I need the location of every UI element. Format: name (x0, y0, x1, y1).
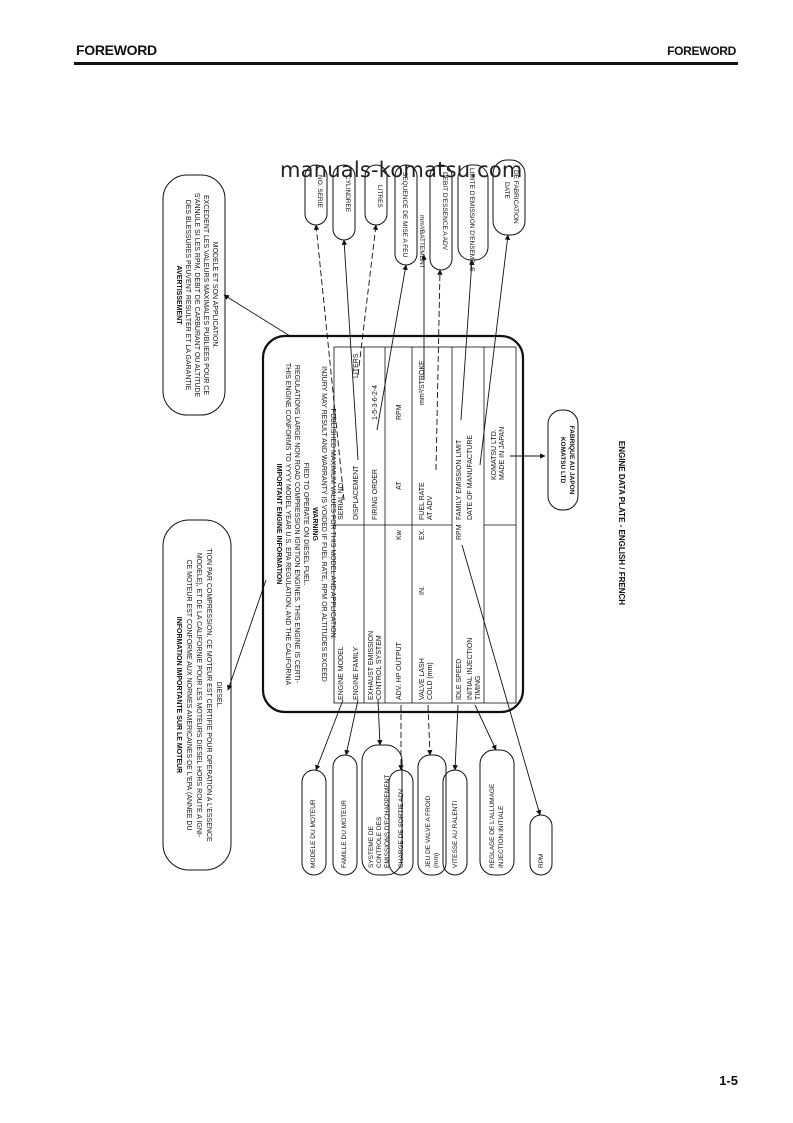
plate-maker-2: MADE IN JAPAN (499, 427, 506, 480)
plate-text-2: REGULATIONS LARGE NON ROAD COMPRESSION I… (293, 365, 300, 684)
row2-label-a: ENGINE FAMILY (353, 647, 360, 700)
figure-caption: ENGINE DATA PLATE - ENGLISH / FRENCH (617, 441, 626, 605)
row4-label-a: ADV. HP OUTPUT (396, 641, 403, 700)
plate-text-3: FIED TO OPERATE ON DIESEL FUEL. (302, 462, 309, 585)
row5-label-c: mm³/STROKE (419, 360, 426, 405)
row6-label-rpm: RPM (456, 524, 463, 540)
info-line-3: TION PAR COMPRESSION. CE MOTEUR EST CERT… (205, 548, 212, 842)
maker-tag-line-1: KOMATSU LTD (559, 437, 566, 484)
info-title: INFORMATION IMPORTANTE SUR LE MOTEUR (175, 617, 182, 773)
row3-label-c: 1-5-3-6-2-4 (372, 385, 379, 420)
row4-label-k: Kw (396, 529, 403, 540)
plate-warning-title: WARNING (311, 507, 318, 541)
label-rpm: RPM (538, 854, 545, 868)
label-jeu-2: (mm) (433, 853, 440, 868)
row4-label-b: AT (396, 481, 403, 490)
row6-label-b: FAMILY EMISSION LIMIT (456, 439, 463, 520)
label-litres: LITRES (376, 185, 383, 208)
leader-lines (223, 224, 546, 816)
row1-label-a: ENGINE MODEL (338, 646, 345, 700)
maker-tag-line-2: FABRIQUE AU JAPON (568, 426, 575, 495)
header-left-title: FOREWORD (76, 42, 157, 58)
row5-label-b: FUEL RATE (419, 482, 426, 520)
row7-label-a2: TIMING (475, 676, 482, 701)
info-line-4: DIESEL. (215, 682, 222, 709)
plate-warning-2: PUBLISHED MAXIMUM VALUES FOR THIS MODEL … (329, 408, 336, 639)
maker-tag: KOMATSU LTD FABRIQUE AU JAPON (547, 409, 579, 511)
label-vitesse: VITESSE AU RALENTI (452, 801, 459, 868)
label-jeu-1: JEU DE VALVE A FROID (425, 795, 432, 868)
header-right-title: FOREWORD (667, 44, 736, 58)
header-rule (74, 62, 738, 65)
row3-label-a: EXHAUST EMISSION (368, 631, 375, 700)
row4-label-c: RPM (396, 404, 403, 420)
callout-avertissement: AVERTISSEMENT DES BLESSURES PEUVENT RESU… (162, 174, 226, 416)
row2-label-c: LITERS (353, 353, 360, 378)
plate-maker-1: KOMATSU LTD. (491, 429, 498, 480)
label-systeme-2: CONTROLE DES (376, 816, 383, 868)
avert-line-3: EXCEDENT LES VALEURS MAXIMALES PUBLIEES … (202, 195, 209, 395)
label-modele: MODELE DU MOTEUR (310, 799, 317, 868)
label-systeme-3: EMISSIONS D'ECHAPPEMENT (384, 775, 391, 868)
row5-label-a: VALVE LASH (419, 658, 426, 700)
row7-label-b: DATE OF MANUFACTURE (467, 435, 474, 520)
label-systeme-1: SYSTEME DE (368, 825, 375, 868)
row5-label-ex: EX. (419, 529, 426, 540)
avert-line-2: S'ANNULE SI LES RPM, DEBIT DE CARBURANT … (193, 193, 200, 398)
row2-label-b: DISPLACEMENT (353, 465, 360, 520)
row7-label-a: INITIAL INJECTION (467, 638, 474, 700)
label-sequence: SEQUENCE DE MISE A FEU (401, 172, 408, 258)
label-date-2: DE FABRICATION (512, 170, 519, 224)
avert-line-4: MODELE ET SON APPLICATION. (211, 242, 218, 349)
label-date-1: DATE (503, 182, 510, 200)
plate-warning-1: INJURY MAY RESULT AND WARRANTY IS VOIDED… (320, 366, 327, 682)
row1-label-b: SERIAL NO. (338, 481, 345, 520)
info-line-1: CE MOTEUR EST CONFORME AUX NORMES AMERIC… (185, 559, 192, 830)
row5-label-in: IN. (419, 586, 426, 595)
avert-line-1: DES BLESSURES PEUVENT RESULTER ET LA GAR… (184, 200, 191, 391)
label-charge: CHARGE DE SORTIE ADV (398, 788, 405, 868)
label-famille: FAMILLE DU MOTEUR (341, 800, 348, 868)
label-limite: LIMITE D'EMISSION D'ENSEMBLE (468, 168, 475, 272)
row3-label-b: FIRING ORDER (372, 469, 379, 520)
label-mm-battement: mm³/BATTEMENT (418, 215, 425, 269)
row5-label-a2: COLD (mm) (427, 662, 434, 700)
label-reglage-2: INJECTION INITIALE (498, 805, 505, 868)
row3-label-a2: CONTROL SYSTEM (376, 635, 383, 700)
row5-label-b2: AT ADV (427, 495, 434, 520)
avert-title: AVERTISSEMENT (175, 266, 182, 326)
plate-title: IMPORTANT ENGINE INFORMATION (275, 464, 282, 585)
callout-information: INFORMATION IMPORTANTE SUR LE MOTEUR CE … (162, 519, 232, 871)
label-cylindree: CYLINDREE (344, 175, 351, 213)
label-no-serie: NO. SERIE (316, 175, 323, 209)
page-number: 1-5 (719, 1073, 738, 1088)
row6-label-a: IDLE SPEED (456, 659, 463, 700)
engine-data-plate: IMPORTANT ENGINE INFORMATION THIS ENGINE… (261, 334, 525, 714)
watermark: manuals-komatsu.com (280, 158, 523, 182)
plate-text-1: THIS ENGINE CONFORMS TO YYYY MODEL YEAR … (284, 363, 291, 686)
info-line-2: MODELE), ET DE LA CALIFORNIE POUR LES MO… (195, 553, 202, 838)
label-debit: DEBIT D'ESSENCE A ADV (441, 172, 448, 251)
label-reglage-1: REGLAGE DE L'ALLUMAGE (489, 783, 496, 868)
